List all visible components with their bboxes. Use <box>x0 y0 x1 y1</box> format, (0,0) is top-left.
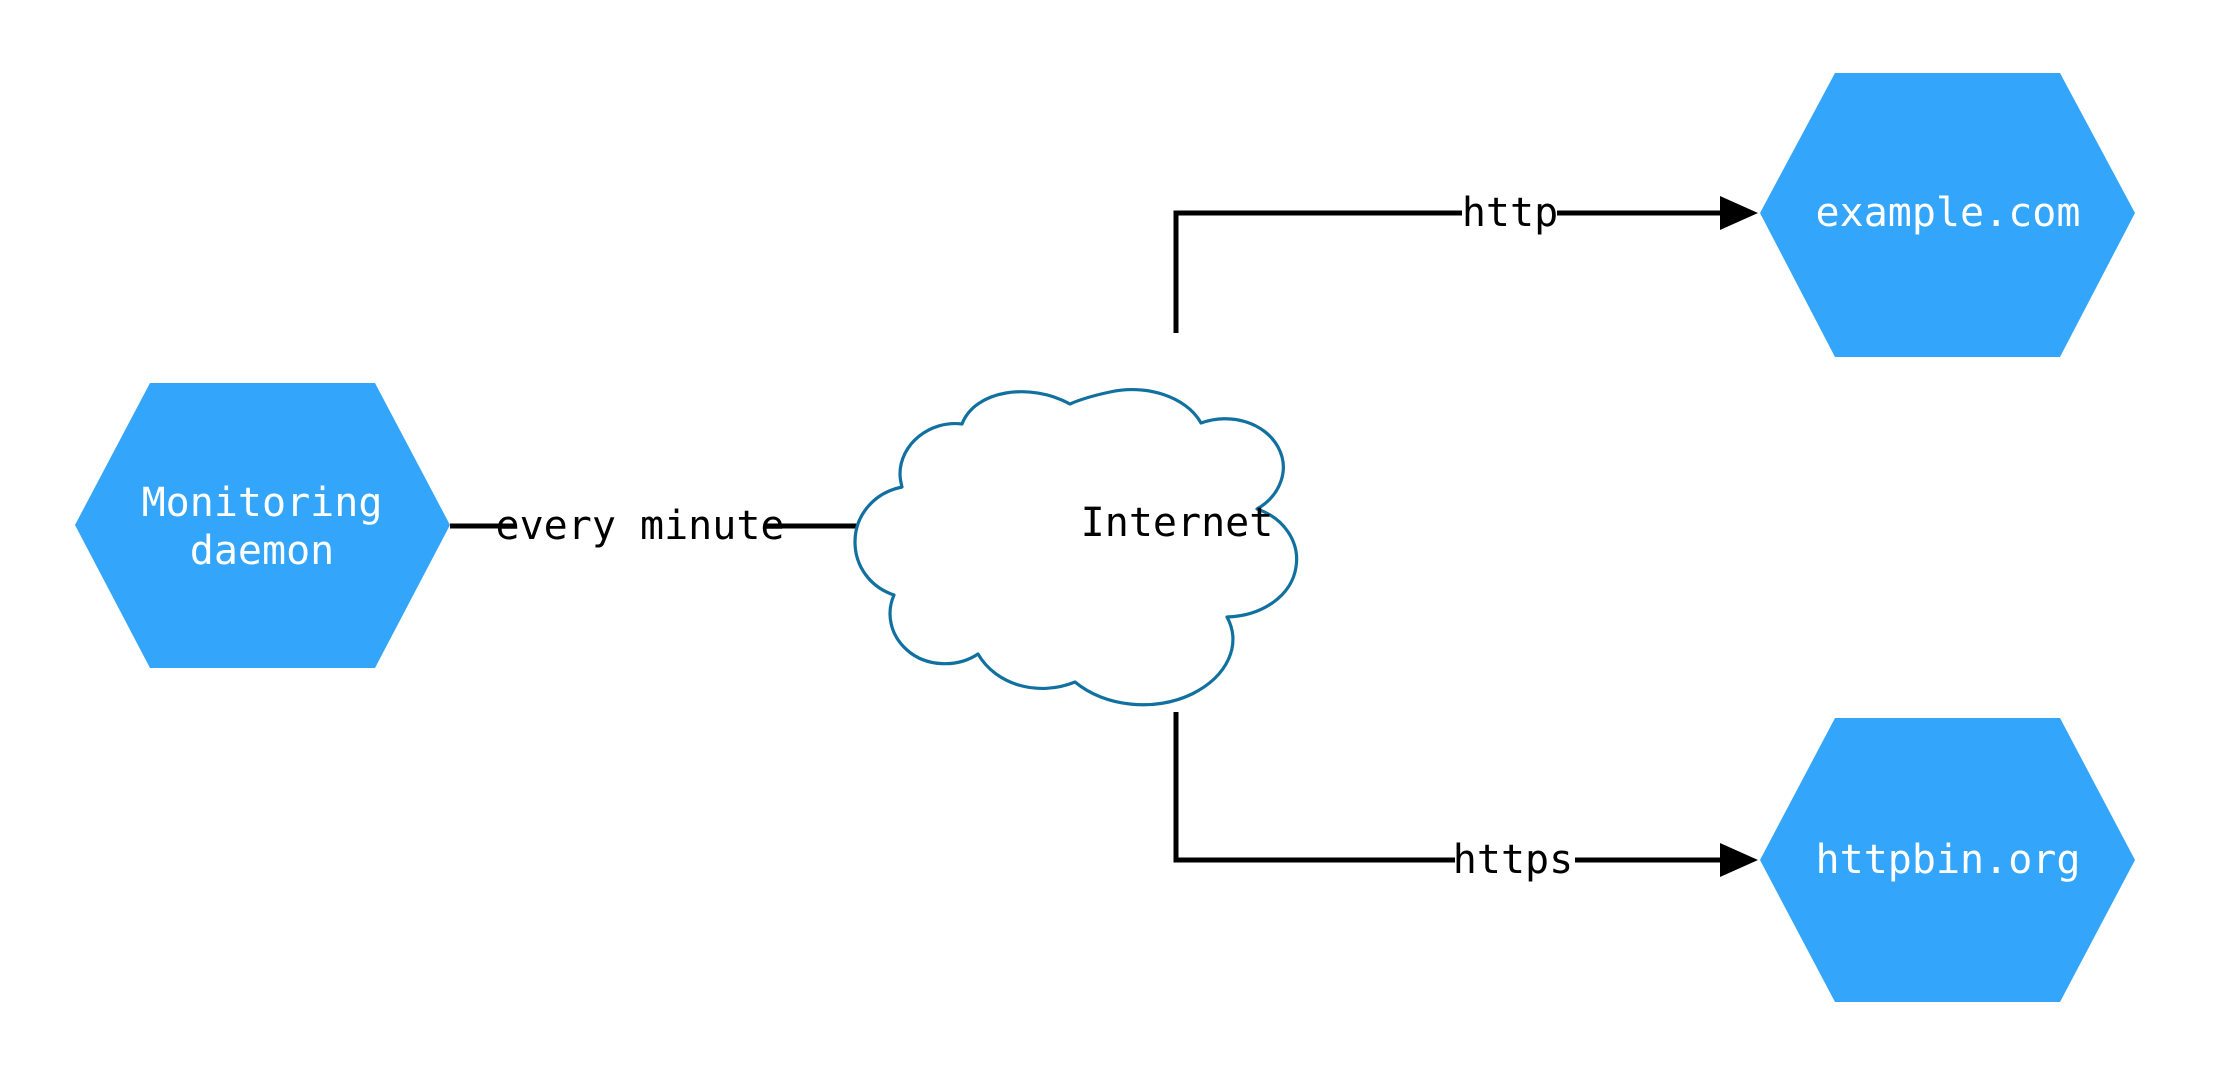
node-label-monitoring-daemon-line1: Monitoring <box>142 480 383 526</box>
edge-label-backdrop-http <box>1462 187 1557 239</box>
edge-internet-to-httpbin[interactable]: https <box>1173 712 1758 886</box>
hexagon-shape-example-com <box>1760 73 2135 357</box>
node-monitoring-daemon[interactable]: Monitoring daemon <box>75 383 450 668</box>
edge-line-http <box>1173 210 1728 333</box>
arrow-head-icon-https <box>1720 843 1758 877</box>
node-label-example-com: example.com <box>1816 190 2081 236</box>
edge-label-backdrop-https <box>1455 834 1575 886</box>
node-internet[interactable]: Internet <box>853 387 1299 707</box>
hexagon-shape-monitoring-daemon <box>75 383 450 668</box>
edge-label-https: https <box>1453 837 1573 883</box>
edge-daemon-to-internet[interactable]: every minute <box>450 500 945 552</box>
edge-label-http: http <box>1462 190 1558 236</box>
node-label-httpbin-org: httpbin.org <box>1816 837 2081 883</box>
cloud-shape-internet <box>853 387 1299 707</box>
edge-internet-to-example[interactable]: http <box>1173 187 1758 333</box>
edge-label-every-minute: every minute <box>496 503 785 549</box>
node-example-com[interactable]: example.com <box>1760 73 2135 357</box>
node-label-monitoring-daemon-line2: daemon <box>190 528 335 574</box>
arrow-head-icon-http <box>1720 196 1758 230</box>
node-label-internet: Internet <box>1081 500 1274 546</box>
edge-label-backdrop-every-minute <box>515 500 765 552</box>
hexagon-shape-httpbin-org <box>1760 718 2135 1002</box>
node-httpbin-org[interactable]: httpbin.org <box>1760 718 2135 1002</box>
